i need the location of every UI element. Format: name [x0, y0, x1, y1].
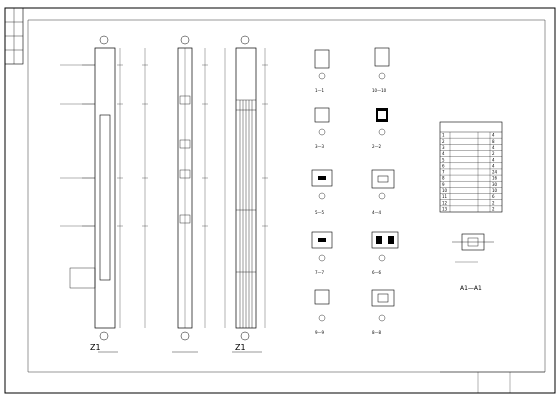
section-label-4: 4—4 — [372, 210, 382, 215]
section-label-10: 10—10 — [372, 88, 387, 93]
detail-caption: A1—A1 — [460, 285, 482, 292]
section-label-8: 8—8 — [372, 330, 382, 335]
table-cell-no: 8 — [442, 176, 445, 181]
grid-bubble-col3 — [240, 35, 250, 45]
table-cell-no: 1 — [442, 133, 445, 138]
table-cell-no: 9 — [442, 182, 445, 187]
table-cell-count: 6 — [492, 194, 495, 199]
grid-bubble-col2 — [180, 35, 190, 45]
table-cell-no: 3 — [442, 145, 445, 150]
column-1-elevation: Z1 — [60, 35, 123, 353]
table-cell-no: 12 — [442, 200, 448, 205]
table-cell-count: 30 — [492, 182, 498, 187]
section-label-9: 9—9 — [315, 330, 325, 335]
table-cell-no: 2 — [442, 139, 445, 144]
section-label-1: 1—1 — [315, 88, 325, 93]
material-table — [439, 121, 503, 213]
title-strip — [4, 7, 24, 65]
table-cell-count: 4 — [492, 145, 495, 150]
table-cell-no: 7 — [442, 170, 445, 175]
grid-bubble-col3-bottom — [240, 331, 250, 341]
table-cell-count: 24 — [492, 170, 498, 175]
table-cell-no: 6 — [442, 163, 445, 168]
grid-bubble-col1-bottom — [99, 331, 109, 341]
table-cell-count: 2 — [492, 207, 495, 212]
grid-bubble-col2-bottom — [180, 331, 190, 341]
grid-bubble-col1 — [99, 35, 109, 45]
table-cell-count: 4 — [492, 133, 495, 138]
column-2-elevation — [142, 35, 208, 353]
title-block — [440, 371, 545, 393]
column-3-elevation: Z1 — [224, 35, 268, 353]
table-cell-no: 11 — [442, 194, 448, 199]
caption-col1: Z1 — [90, 343, 101, 352]
table-cell-count: 2 — [492, 200, 495, 205]
sheet-border — [4, 7, 556, 394]
section-label-2: 2—2 — [372, 144, 382, 149]
section-details-right: 10—10 2—2 4—4 6—6 8—8 — [371, 47, 399, 335]
table-cell-count: 4 — [492, 157, 495, 162]
section-label-6: 6—6 — [372, 270, 382, 275]
table-cell-count: 2 — [492, 151, 495, 156]
table-cell-no: 10 — [442, 188, 448, 193]
table-cell-count: 4 — [492, 163, 495, 168]
section-label-7: 7—7 — [315, 270, 325, 275]
table-cell-count: 10 — [492, 188, 498, 193]
table-cell-no: 4 — [442, 151, 445, 156]
detail-a1: A1—A1 — [452, 233, 494, 292]
table-cell-no: 13 — [442, 207, 448, 212]
table-cell-count: 8 — [492, 139, 495, 144]
table-cell-no: 5 — [442, 157, 445, 162]
section-details-left: 1—1 3—3 5—5 7—7 9—9 — [311, 49, 333, 335]
caption-col3: Z1 — [235, 343, 246, 352]
section-label-5: 5—5 — [315, 210, 325, 215]
table-cell-count: 16 — [492, 176, 498, 181]
section-label-3: 3—3 — [315, 144, 325, 149]
